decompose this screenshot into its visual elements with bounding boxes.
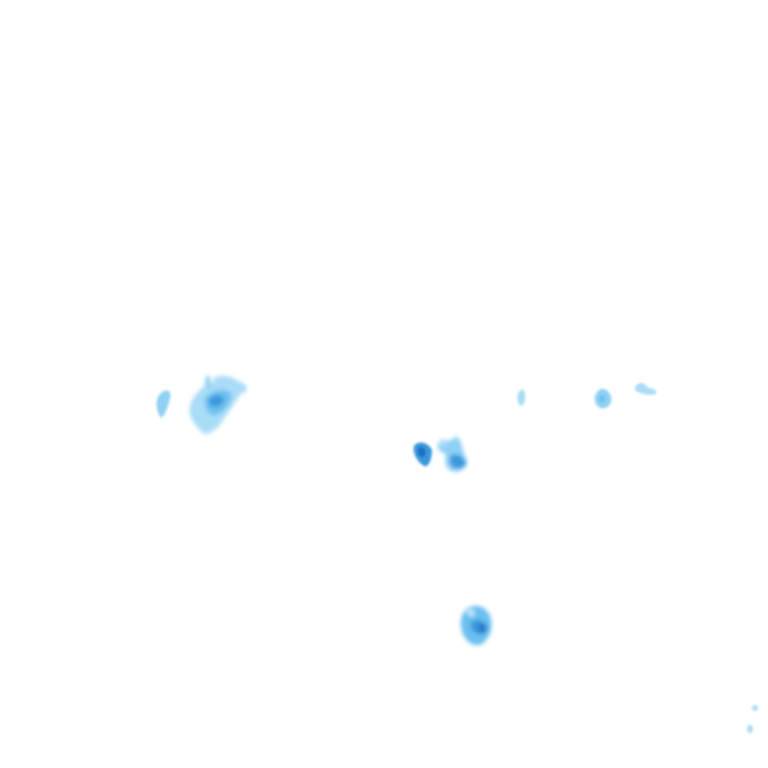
precip-echo-east-1 — [517, 389, 526, 406]
precip-echo-south-cell — [460, 605, 492, 646]
precip-echo-east-2 — [594, 388, 612, 409]
precip-echo-east-3 — [634, 382, 657, 395]
precip-echo-west-small — [156, 390, 171, 418]
precip-echo-central-left — [413, 442, 432, 467]
precip-echo-southeast-specks — [747, 705, 758, 733]
precip-echo-west-cluster — [189, 375, 247, 434]
precip-echo-central-right — [437, 436, 468, 472]
